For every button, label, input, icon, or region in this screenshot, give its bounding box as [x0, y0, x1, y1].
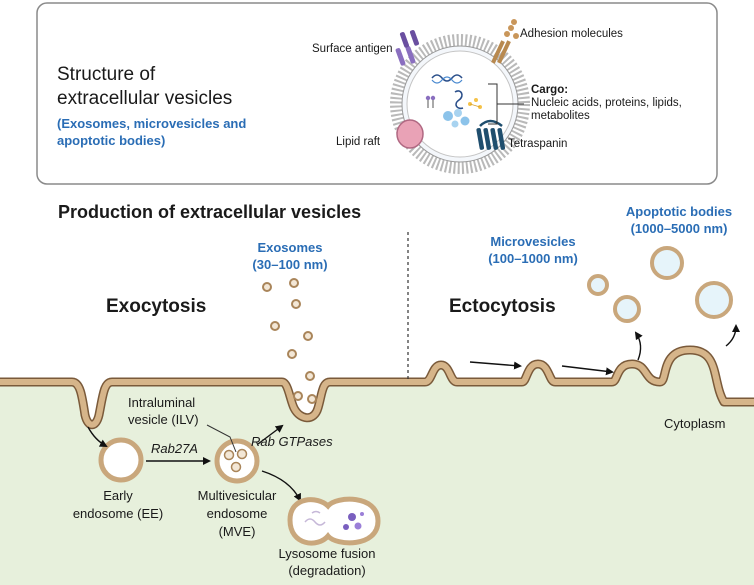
vesicle-illustration	[390, 19, 530, 174]
lipid-raft-icon	[396, 119, 424, 149]
ecto-arrow-4	[725, 324, 740, 347]
structure-subtitle-line2: apoptotic bodies)	[57, 133, 165, 148]
label-cargo-line1: Nucleic acids, proteins, lipids,	[531, 97, 682, 109]
exosome-particle	[262, 282, 272, 292]
label-adhesion-molecules: Adhesion molecules	[520, 28, 623, 40]
adhesion-molecule-icon	[491, 19, 519, 64]
structure-title-line1: Structure of	[57, 64, 156, 85]
exosome-particles	[262, 278, 317, 404]
plasma-membrane-inner	[0, 347, 754, 428]
exosome-particle	[291, 299, 301, 309]
exosomes-label-line1: Exosomes	[257, 240, 322, 255]
exosome-particle	[305, 371, 315, 381]
exosome-particle	[270, 321, 280, 331]
exosome-particle	[289, 278, 299, 288]
early-endosome-arrow	[87, 426, 108, 447]
early-endosome-label-line2: endosome (EE)	[73, 506, 163, 521]
structure-panel	[36, 2, 718, 185]
rab-gtpases-arrow	[257, 424, 284, 445]
apoptotic-body-2	[695, 281, 733, 319]
rab27a-label: Rab27A	[151, 441, 198, 456]
ecto-arrow-1	[469, 361, 522, 370]
label-surface-antigen: Surface antigen	[312, 43, 393, 55]
label-tetraspanin: Tetraspanin	[508, 138, 567, 150]
ecto-arrow-3	[634, 331, 643, 361]
cytoplasm-region	[0, 350, 754, 585]
lysosome-label-line1: Lysosome fusion	[278, 546, 375, 561]
apoptotic-label-line1: Apoptotic bodies	[626, 204, 732, 219]
microvesicles-label-line2: (100–1000 nm)	[488, 251, 578, 266]
mve-label-line2: endosome	[207, 506, 268, 521]
rab-gtpases-label: Rab GTPases	[251, 434, 333, 449]
rna-icon	[454, 90, 464, 110]
exocytosis-label: Exocytosis	[106, 296, 206, 317]
label-cargo-line2: metabolites	[531, 110, 590, 122]
ectocytosis-label: Ectocytosis	[449, 296, 556, 317]
protein-icon	[443, 109, 470, 128]
lysosome-label-line2: (degradation)	[288, 563, 365, 578]
released-vesicles	[587, 246, 733, 323]
lysosome-fusion	[287, 496, 381, 546]
exosome-particle	[303, 331, 313, 341]
microvesicles-label-line1: Microvesicles	[490, 234, 575, 249]
lipid-icon	[425, 95, 436, 108]
tetraspanin-icon	[476, 119, 506, 150]
production-title: Production of extracellular vesicles	[58, 202, 361, 222]
label-cargo-title: Cargo:	[531, 84, 568, 96]
label-lipid-raft: Lipid raft	[336, 136, 381, 148]
ilv-label-line1: Intraluminal	[128, 395, 195, 410]
ilv-label-line2: vesicle (ILV)	[128, 412, 199, 427]
ilv-pointer	[206, 424, 237, 453]
microvesicle-small	[587, 274, 609, 296]
cargo-bracket	[488, 83, 524, 125]
microvesicle-medium	[613, 295, 641, 323]
dna-icon	[431, 74, 463, 82]
dna-icon-strand	[431, 76, 463, 84]
structure-subtitle-line1: (Exosomes, microvesicles and	[57, 116, 246, 131]
intraluminal-vesicles	[223, 448, 248, 473]
early-endosome	[98, 437, 144, 483]
mve-label-line3: (MVE)	[219, 524, 256, 539]
ecto-arrow-2	[561, 365, 614, 376]
structure-title-line2: extracellular vesicles	[57, 88, 232, 109]
exosome-particle	[293, 391, 303, 401]
apoptotic-body-1	[650, 246, 684, 280]
exosome-particle	[287, 349, 297, 359]
lysosome-arrow	[261, 470, 301, 502]
surface-antigen-icon	[395, 30, 419, 66]
metabolite-icon	[468, 98, 482, 109]
early-endosome-label-line1: Early	[103, 488, 133, 503]
exosome-particle	[307, 394, 317, 404]
apoptotic-label-line2: (1000–5000 nm)	[631, 221, 728, 236]
exosomes-label-line2: (30–100 nm)	[252, 257, 327, 272]
mve-label-line1: Multivesicular	[198, 488, 277, 503]
cytoplasm-label: Cytoplasm	[664, 416, 725, 431]
